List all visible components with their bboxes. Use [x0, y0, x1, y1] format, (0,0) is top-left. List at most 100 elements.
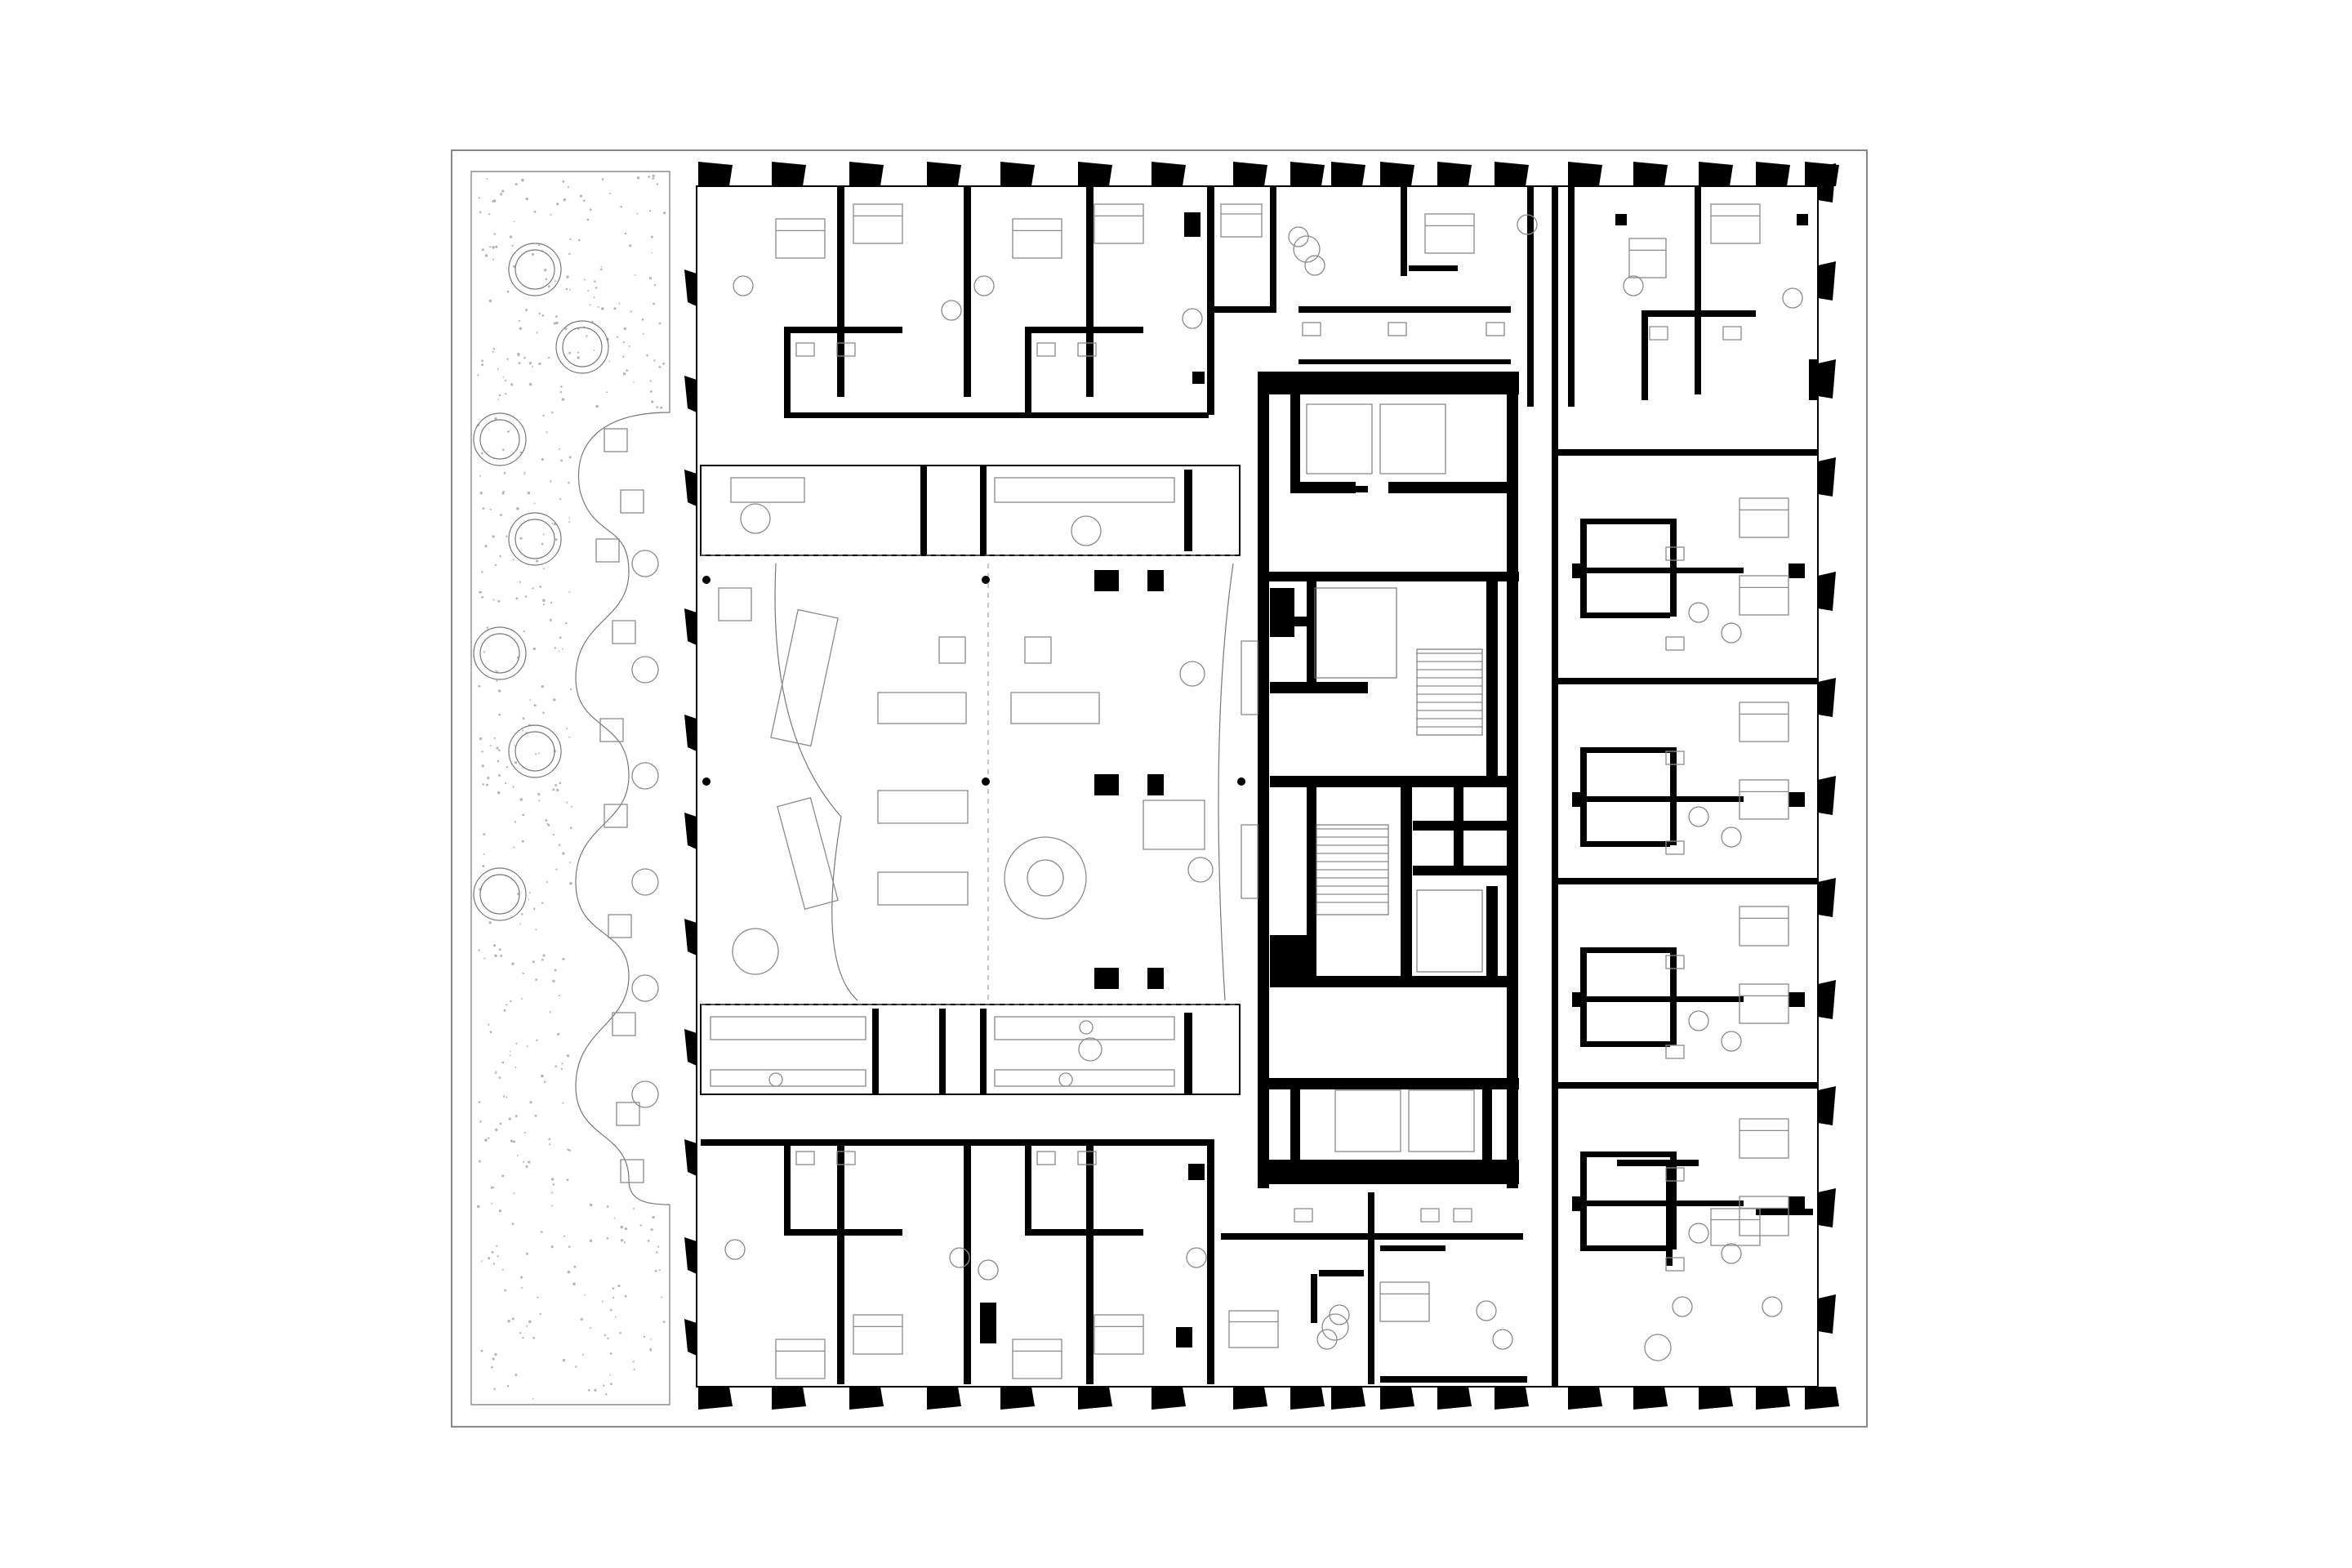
- washbasin: [1388, 322, 1407, 336]
- paving-dot: [566, 1178, 569, 1182]
- paving-dot: [506, 1004, 508, 1006]
- paving-dot: [578, 238, 581, 242]
- paving-dot: [498, 689, 501, 693]
- column: [1788, 564, 1805, 578]
- guest-room-furniture: [724, 203, 1803, 1379]
- paving-dot: [519, 581, 521, 583]
- paving-dot: [493, 737, 496, 740]
- terrace-paving-hatch: [476, 174, 666, 1400]
- paving-dot: [532, 1398, 534, 1400]
- paving-dot: [562, 1358, 566, 1362]
- paving-dot: [511, 962, 514, 965]
- facade-fin: [849, 162, 884, 186]
- paving-dot: [568, 1245, 571, 1248]
- paving-dot: [589, 1327, 591, 1329]
- facade-fin: [698, 1387, 733, 1410]
- paving-dot: [562, 180, 565, 183]
- paving-dot: [610, 1383, 612, 1385]
- paving-dot: [507, 430, 510, 433]
- paving-dot: [649, 390, 653, 393]
- paving-dot: [481, 751, 483, 753]
- paving-dot: [496, 746, 499, 750]
- washbasin: [836, 342, 856, 357]
- paving-dot: [656, 183, 659, 185]
- facade-fin: [684, 270, 697, 306]
- washbasin: [1077, 342, 1097, 357]
- paving-dot: [612, 1296, 615, 1299]
- stair-landing: [1416, 648, 1483, 736]
- paving-dot: [522, 1337, 524, 1339]
- paving-dot: [502, 448, 505, 452]
- paving-dot: [623, 1241, 626, 1244]
- paving-dot: [650, 235, 653, 238]
- washbasin: [1420, 1208, 1440, 1223]
- paving-dot: [550, 411, 554, 414]
- paving-dot: [479, 475, 482, 477]
- paving-dot: [533, 502, 536, 505]
- paving-dot: [492, 535, 495, 538]
- paving-dot: [662, 1321, 666, 1323]
- bed: [1012, 1339, 1062, 1379]
- paving-dot: [511, 1223, 514, 1225]
- paving-dot: [488, 213, 491, 216]
- paving-dot: [633, 1207, 635, 1209]
- paving-dot: [504, 1289, 507, 1292]
- paving-dot: [480, 590, 483, 593]
- paving-dot: [489, 508, 492, 510]
- paving-dot: [541, 902, 544, 904]
- paving-dot: [532, 366, 534, 368]
- paving-dot: [660, 406, 663, 409]
- unit-partition: [1756, 1209, 1813, 1215]
- washbasin: [1294, 1208, 1313, 1223]
- paving-dot: [657, 1245, 660, 1248]
- paving-dot: [629, 244, 632, 247]
- paving-dot: [481, 571, 483, 573]
- facade-fin: [1494, 1387, 1529, 1410]
- paving-dot: [646, 354, 648, 357]
- facade-fin: [1568, 162, 1602, 186]
- paving-dot: [532, 253, 534, 256]
- paving-dot: [506, 1096, 508, 1098]
- paving-dot: [494, 1352, 497, 1356]
- paving-dot: [522, 972, 524, 975]
- paving-dot: [661, 1296, 663, 1298]
- paving-dot: [495, 245, 498, 248]
- paving-dot: [478, 949, 480, 951]
- washbasin: [1077, 1151, 1097, 1165]
- paving-dot: [620, 1225, 624, 1229]
- paving-dot: [662, 362, 666, 365]
- unit-partition: [1556, 1082, 1817, 1089]
- paving-dot: [486, 178, 488, 180]
- paving-dot: [620, 206, 622, 208]
- facade-fins: [684, 162, 1839, 1410]
- paving-dot: [514, 761, 518, 764]
- paving-dot: [517, 354, 520, 357]
- facade-fin: [698, 162, 733, 186]
- paving-dot: [663, 212, 666, 215]
- paving-dot: [554, 280, 556, 283]
- paving-dot: [532, 960, 535, 964]
- paving-dot: [542, 414, 545, 417]
- facade-fin: [684, 608, 697, 645]
- paving-dot: [493, 1388, 496, 1391]
- paving-dot: [519, 327, 523, 330]
- paving-dot: [489, 745, 492, 747]
- paving-dot: [562, 852, 565, 855]
- paving-dot: [649, 380, 652, 382]
- paving-dot: [513, 220, 515, 223]
- facade-fin: [1805, 1387, 1839, 1410]
- paving-dot: [523, 471, 526, 474]
- paving-dot: [550, 1178, 555, 1181]
- bed: [1710, 1208, 1761, 1246]
- paving-dot: [479, 211, 482, 214]
- facade-fin: [1152, 1387, 1186, 1410]
- facade-fin: [684, 1139, 697, 1176]
- paving-dot: [496, 679, 498, 682]
- paving-dot: [537, 793, 541, 796]
- washbasin: [1302, 322, 1321, 336]
- paving-dot: [523, 473, 525, 475]
- paving-dot: [587, 290, 590, 292]
- roof-terrace: [470, 171, 670, 1405]
- facade-fin: [1818, 776, 1836, 815]
- bed: [1739, 1118, 1789, 1159]
